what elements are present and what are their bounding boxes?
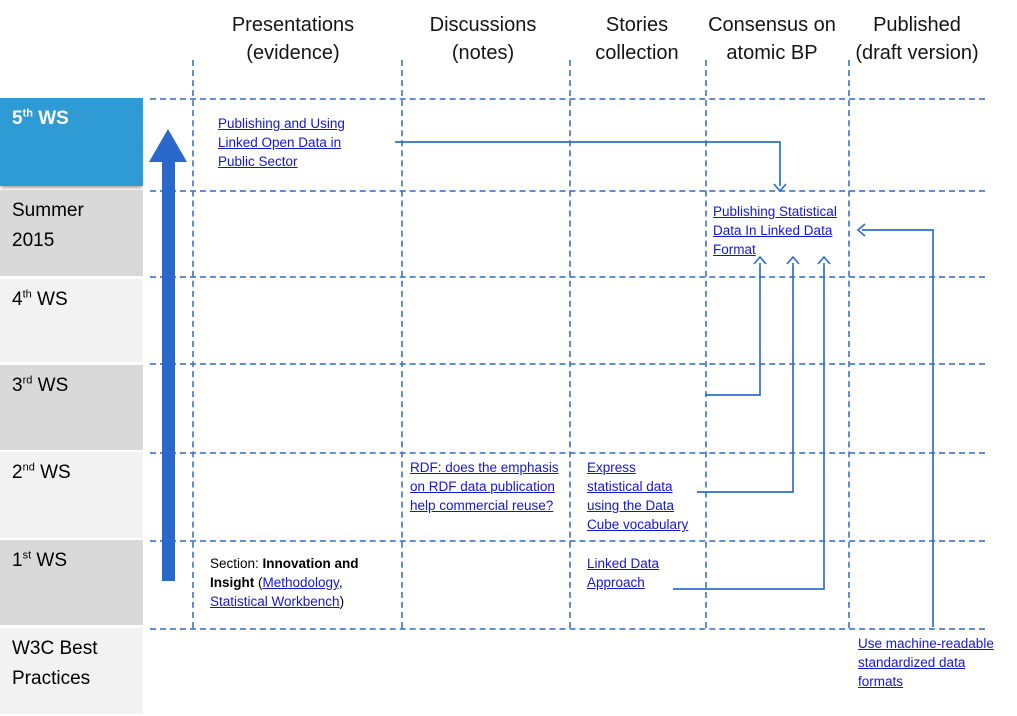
grid-line-vertical xyxy=(192,60,194,628)
row-label-3rd-ws: 3rd WS xyxy=(0,365,143,450)
link-linked-data-approach[interactable]: Linked Data Approach xyxy=(587,556,660,590)
connector-presentation-to-consensus xyxy=(395,141,781,186)
grid-line-vertical xyxy=(848,60,850,628)
row-label-2nd-ws: 2nd WS xyxy=(0,452,143,538)
row-label-4th-ws: 4th WS xyxy=(0,279,143,362)
column-header-consensus: Consensus on atomic BP xyxy=(708,14,836,64)
link-use-machine-readable-formats[interactable]: Use machine-readable standardized data f… xyxy=(858,636,994,689)
link-methodology[interactable]: Methodology xyxy=(262,575,339,590)
connector-w3c-to-consensus xyxy=(862,229,934,627)
link-publishing-and-using-linked-open-data[interactable]: Publishing and Using Linked Open Data in… xyxy=(218,116,345,169)
up-arrow-icon xyxy=(149,129,187,162)
link-express-statistical-data[interactable]: Express statistical data using the Data … xyxy=(587,460,689,532)
grid-line-horizontal xyxy=(150,190,985,192)
grid-line-horizontal xyxy=(150,363,985,365)
column-header-published: Published (draft version) xyxy=(855,14,979,64)
row-label-5th-ws: 5th WS xyxy=(0,98,143,186)
grid-line-horizontal xyxy=(150,98,985,100)
grid-line-vertical xyxy=(401,60,403,628)
up-arrow-icon xyxy=(162,158,175,581)
row-label-1st-ws: 1st WS xyxy=(0,540,143,625)
link-rdf-emphasis-question[interactable]: RDF: does the emphasis on RDF data publi… xyxy=(410,460,559,513)
grid-line-vertical xyxy=(569,60,571,628)
grid-line-horizontal xyxy=(150,540,985,542)
column-header-presentations: Presentations (evidence) xyxy=(231,14,355,64)
link-statistical-workbench[interactable]: Statistical Workbench xyxy=(210,594,340,609)
column-header-discussions: Discussions (notes) xyxy=(429,14,537,64)
link-publishing-statistical-data[interactable]: Publishing Statistical Data In Linked Da… xyxy=(713,204,837,257)
column-header-stories: Stories collection xyxy=(595,14,679,64)
arrowhead-left-icon xyxy=(856,223,866,237)
grid-line-horizontal xyxy=(150,628,985,630)
section-innovation-and-insight: Section: Innovation and Insight (Methodo… xyxy=(210,556,359,609)
row-label-summer-2015: Summer 2015 xyxy=(0,190,143,276)
connector-express-to-consensus xyxy=(697,263,794,493)
grid-line-horizontal xyxy=(150,452,985,454)
row-label-w3c-best-practices: W3C Best Practices xyxy=(0,628,143,714)
grid-line-horizontal xyxy=(150,276,985,278)
grid-line-vertical xyxy=(705,60,707,628)
connector-3rd-ws-to-consensus xyxy=(705,263,761,396)
